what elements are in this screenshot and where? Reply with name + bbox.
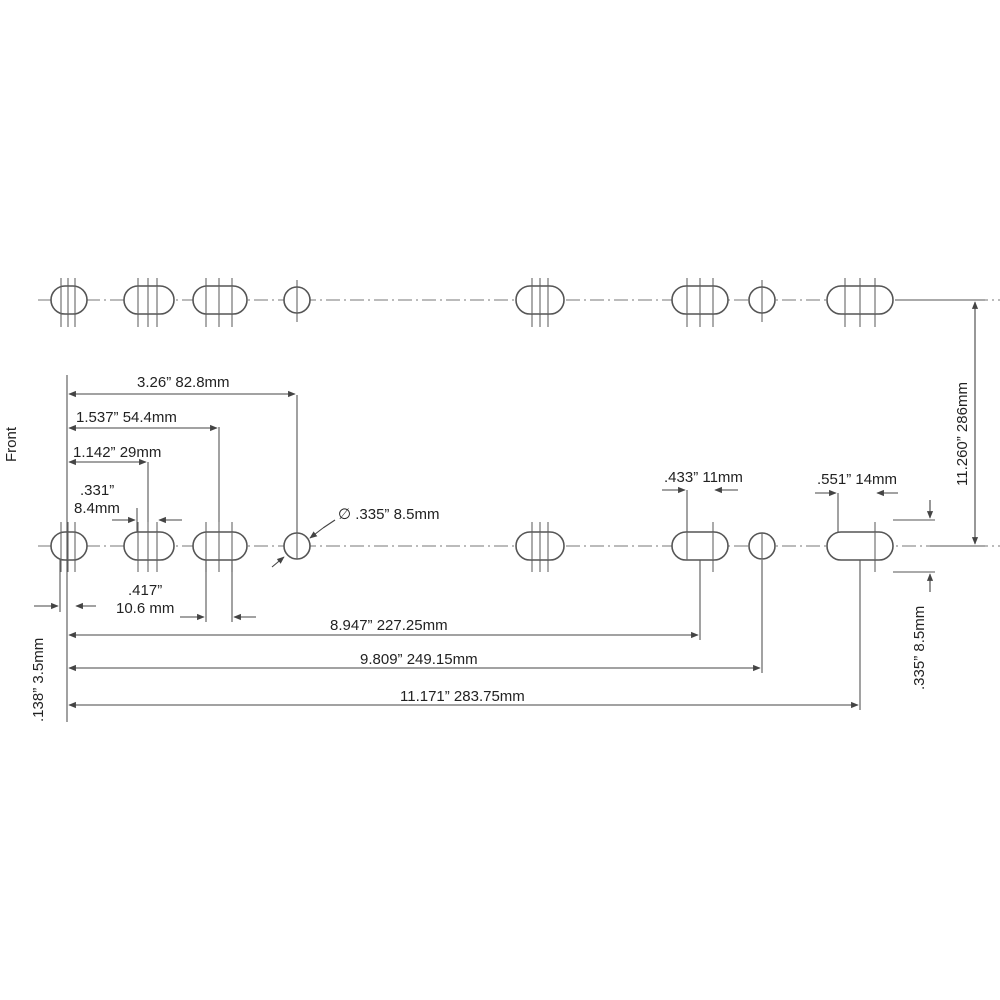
dim-11-171: 11.171” 283.75mm (400, 688, 525, 705)
dim-331-in: .331” (80, 482, 114, 499)
bottom-slot-2 (123, 522, 175, 572)
top-slot-2 (123, 278, 175, 327)
top-slot-3 (192, 278, 248, 327)
top-round-hole-4 (283, 280, 311, 322)
bottom-slot-3 (192, 522, 248, 572)
dim-1-537: 1.537” 54.4mm (76, 409, 177, 426)
dim-138: .138” 3.5mm (30, 638, 47, 722)
dim-1-142: 1.142” 29mm (73, 444, 161, 461)
dim-433: .433” 11mm (664, 469, 743, 486)
dim-417-in: .417” (128, 582, 162, 599)
top-round-hole-7 (748, 280, 776, 322)
bottom-slot-1 (50, 522, 88, 572)
bottom-row-holes (50, 522, 894, 572)
dim-335-vertical: .335” 8.5mm (911, 606, 928, 690)
dim-11-260: 11.260” 286mm (954, 382, 971, 486)
dim-417-mm: 10.6 mm (116, 600, 174, 617)
dimension-lines (34, 301, 979, 709)
dim-8-947: 8.947” 227.25mm (330, 617, 448, 634)
top-slot-8 (826, 278, 894, 327)
front-label: Front (3, 426, 20, 462)
top-slot-1 (50, 278, 88, 327)
top-slot-6 (671, 278, 729, 327)
bottom-slot-8 (826, 522, 894, 572)
dim-3-26: 3.26” 82.8mm (137, 374, 230, 391)
bottom-round-hole-4 (283, 532, 311, 560)
top-row-holes (50, 278, 894, 327)
extension-lines (66, 299, 985, 722)
bottom-slot-6 (671, 522, 729, 572)
top-slot-5 (515, 278, 565, 327)
dim-331-mm: 8.4mm (74, 500, 120, 517)
bottom-slot-5 (515, 522, 565, 572)
dim-9-809: 9.809” 249.15mm (360, 651, 478, 668)
bottom-round-hole-7 (748, 532, 776, 560)
dim-hole-diameter: ∅ .335” 8.5mm (338, 506, 439, 523)
dim-551: .551” 14mm (817, 471, 897, 488)
